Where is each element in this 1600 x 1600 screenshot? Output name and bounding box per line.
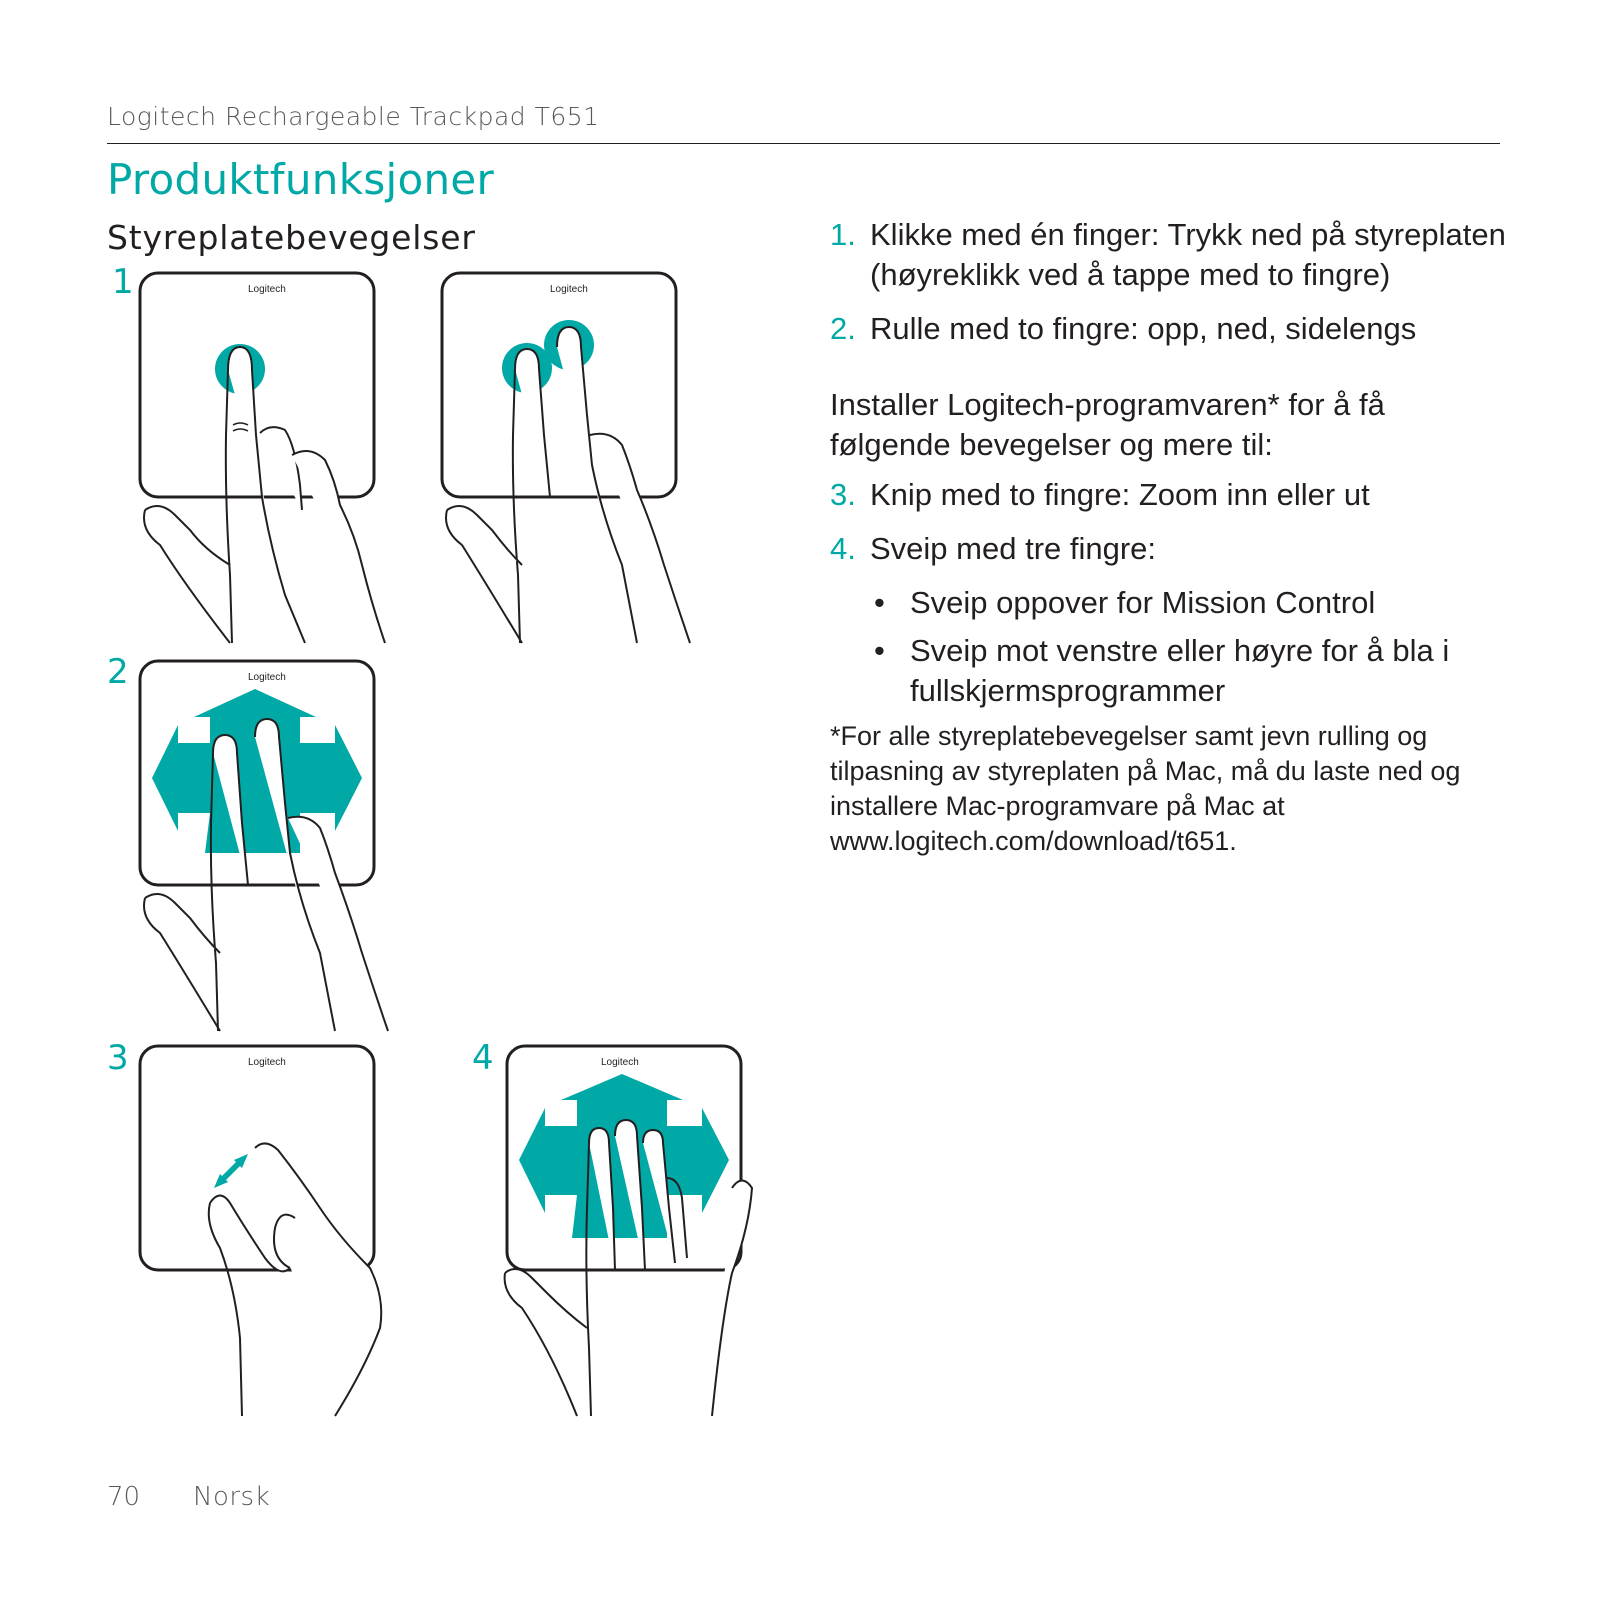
list-item-text: Rulle med to fingre: opp, ned, sidelengs: [870, 311, 1417, 346]
page-number: 70: [107, 1482, 141, 1512]
figure-three-finger-swipe: Logitech: [497, 1038, 787, 1428]
sub-list-item-text: Sveip oppover for Mission Control: [910, 585, 1376, 620]
list-item-number: 4.: [830, 531, 856, 566]
list-item-number: 3.: [830, 477, 856, 512]
figure-label-1: 1: [112, 262, 134, 302]
list-item: 2. Rulle med to fingre: opp, ned, sidele…: [830, 309, 1510, 349]
figure-label-3: 3: [107, 1038, 129, 1078]
header-divider: [107, 143, 1500, 144]
hand-single-finger-tap-icon: Logitech: [138, 271, 386, 644]
logitech-logo-icon: Logitech: [248, 284, 286, 295]
list-item-text: Sveip med tre fingre:: [870, 531, 1157, 566]
section-heading: Styreplatebevegelser: [107, 218, 476, 257]
hand-pinch-icon: Logitech: [138, 1044, 383, 1417]
sub-list-item: • Sveip oppover for Mission Control: [830, 583, 1510, 623]
figure-label-4: 4: [472, 1038, 494, 1078]
hand-two-finger-tap-icon: Logitech: [440, 271, 691, 644]
logitech-logo-icon: Logitech: [550, 284, 588, 295]
install-note: Installer Logitech-programvaren* for å f…: [830, 387, 1385, 462]
footnote: *For alle styreplatebevegelser samt jevn…: [830, 721, 1461, 856]
instructions-column: 1. Klikke med én finger: Trykk ned på st…: [830, 215, 1510, 859]
figure-two-finger-click: Logitech: [432, 265, 722, 655]
sub-list-item: • Sveip mot venstre eller høyre for å bl…: [830, 631, 1510, 711]
footer-language: Norsk: [193, 1482, 271, 1512]
list-item-text: Klikke med én finger: Trykk ned på styre…: [870, 217, 1506, 292]
list-item: 3. Knip med to fingre: Zoom inn eller ut: [830, 475, 1510, 515]
sub-list-item-text: Sveip mot venstre eller høyre for å bla …: [910, 633, 1450, 708]
bullet: •: [874, 585, 885, 620]
figure-two-finger-scroll: Logitech: [130, 653, 420, 1043]
list-item-text: Knip med to fingre: Zoom inn eller ut: [870, 477, 1370, 512]
list-item-number: 2.: [830, 311, 856, 346]
logitech-logo-icon: Logitech: [248, 672, 286, 683]
logitech-logo-icon: Logitech: [601, 1057, 639, 1068]
hand-three-finger-swipe-icon: Logitech: [503, 1044, 754, 1417]
figure-label-2: 2: [107, 652, 129, 692]
hand-two-finger-scroll-icon: Logitech: [138, 659, 389, 1032]
list-item: 1. Klikke med én finger: Trykk ned på st…: [830, 215, 1510, 295]
logitech-logo-icon: Logitech: [248, 1057, 286, 1068]
list-item-number: 1.: [830, 217, 856, 252]
figure-single-finger-click: Logitech: [130, 265, 420, 655]
page-title: Produktfunksjoner: [107, 155, 495, 204]
figure-pinch-zoom: Logitech: [130, 1038, 420, 1428]
bullet: •: [874, 633, 885, 668]
header-product-title: Logitech Rechargeable Trackpad T651: [107, 102, 600, 131]
list-item: 4. Sveip med tre fingre:: [830, 529, 1510, 569]
